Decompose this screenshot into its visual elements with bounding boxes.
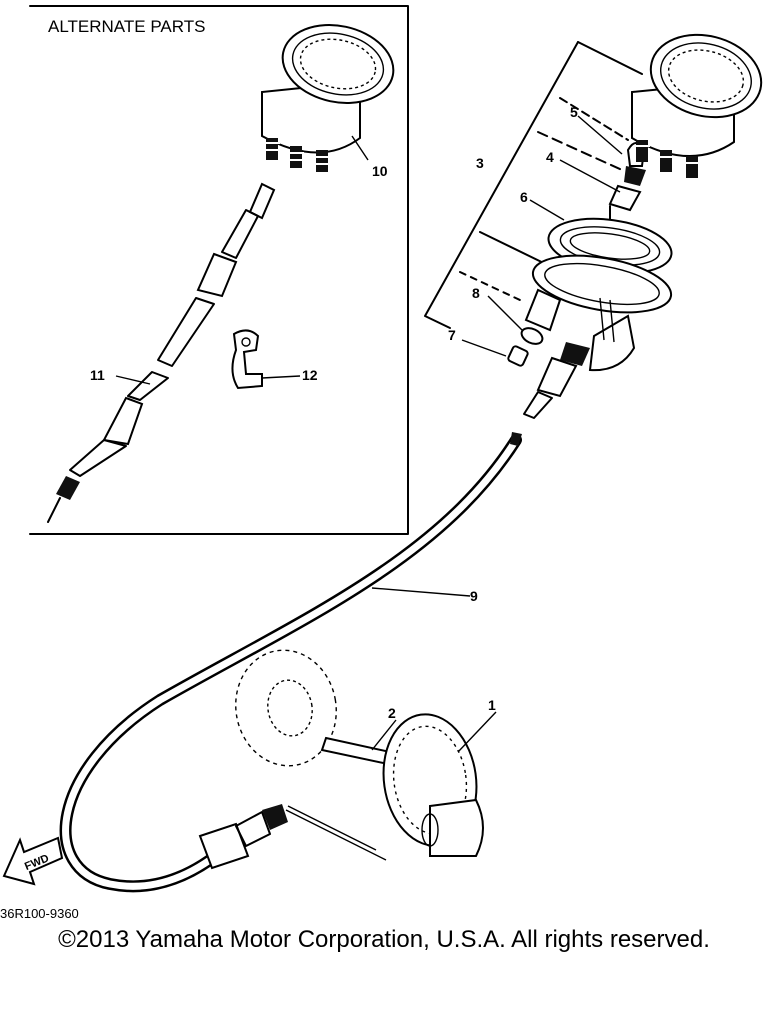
- part-3-meter-bracket: [524, 254, 673, 372]
- leader-lines: [115, 115, 623, 753]
- callout-1: 1: [488, 697, 496, 713]
- forward-arrow-icon: FWD: [2, 836, 64, 886]
- callout-3: 3: [476, 155, 484, 171]
- wheel-hub: [235, 649, 387, 861]
- part-12-clip: [231, 329, 263, 390]
- speedometer-main: [631, 33, 763, 178]
- callout-2: 2: [388, 705, 396, 721]
- callout-8: 8: [472, 285, 480, 301]
- callout-4: 4: [546, 149, 554, 165]
- callout-11: 11: [90, 367, 105, 383]
- callout-9: 9: [470, 588, 478, 604]
- copyright-notice: ©2013 Yamaha Motor Corporation, U.S.A. A…: [58, 926, 710, 953]
- callout-12: 12: [302, 367, 318, 383]
- part-9-speedometer-cable: [59, 432, 522, 893]
- part-11-cable-alt: [47, 182, 276, 523]
- inset-title: ALTERNATE PARTS: [48, 17, 205, 36]
- callout-5: 5: [570, 104, 578, 120]
- diagram-code: 36R100-9360: [0, 906, 79, 921]
- part-1-gear-unit: [382, 713, 484, 857]
- part-8-grommet: [520, 327, 544, 345]
- part-7-collar: [507, 345, 529, 367]
- part-2-drive-shaft: [320, 736, 392, 766]
- callout-6: 6: [520, 189, 528, 205]
- callout-10: 10: [372, 163, 388, 179]
- part-10-speedometer-alt: [261, 24, 395, 172]
- callout-7: 7: [448, 327, 456, 343]
- cable-upper-fitting: [523, 342, 590, 419]
- callout-numbers: 1 2 3 4 5 6 7 8 9 10 11 12: [90, 104, 578, 721]
- alternate-parts-inset: ALTERNATE PARTS: [29, 5, 409, 535]
